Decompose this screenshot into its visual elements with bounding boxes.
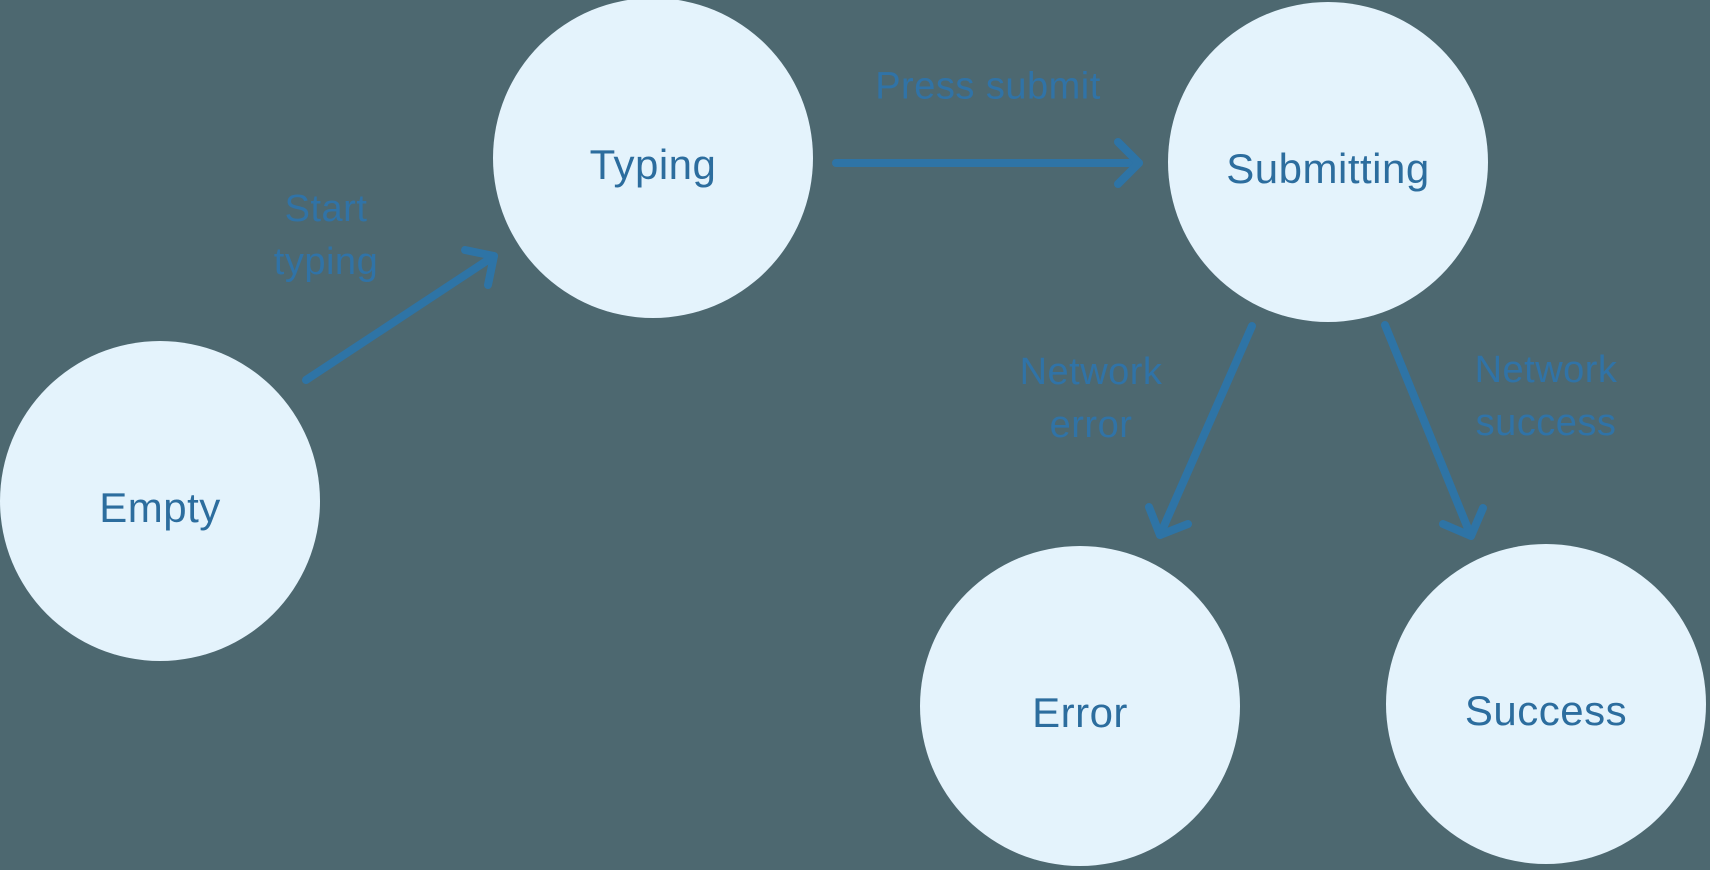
edge-typing-to-submitting (832, 138, 1143, 188)
edge-submitting-to-error (1145, 322, 1256, 539)
state-node-label: Empty (99, 484, 221, 531)
edge-label-line: success (1475, 402, 1617, 444)
edge-label-line: Network (1474, 349, 1618, 391)
edge-label-network-success: Network success (1475, 344, 1618, 450)
edge-label-line: Press submit (875, 65, 1101, 108)
state-node-submitting: Submitting (1168, 2, 1488, 322)
state-node-success: Success (1386, 544, 1706, 864)
edge-label-line: Start (284, 188, 368, 230)
edge-submitting-to-success (1381, 321, 1487, 540)
state-node-label: Success (1464, 687, 1628, 734)
state-node-label: Submitting (1226, 145, 1430, 192)
state-node-typing: Typing (493, 0, 813, 318)
state-node-label: Typing (589, 141, 717, 188)
state-node-error: Error (920, 546, 1240, 866)
edge-label-line: error (1049, 404, 1133, 446)
edge-label-network-error: Network error (1020, 346, 1163, 452)
state-node-empty: Empty (0, 341, 320, 661)
edge-label-press-submit: Press submit (875, 61, 1101, 114)
state-node-label: Error (1032, 689, 1128, 736)
edge-label-start-typing: Start typing (274, 183, 378, 289)
edge-label-line: typing (273, 241, 379, 283)
edge-label-line: Network (1019, 351, 1163, 393)
